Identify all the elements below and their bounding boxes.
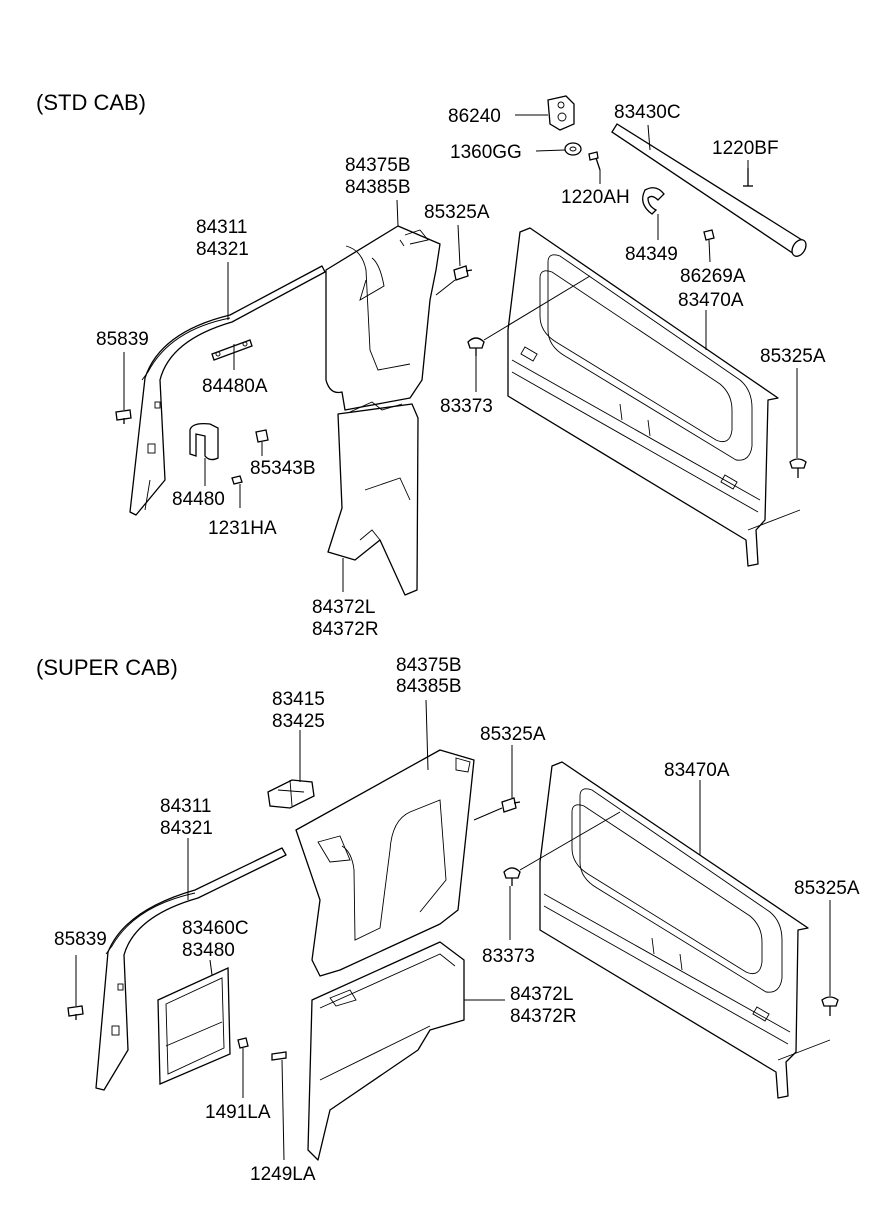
part-1220ah-shape — [588, 151, 601, 171]
label-83373: 83373 — [440, 396, 493, 417]
label-84349: 84349 — [625, 244, 678, 265]
part-85325a-super-top-shape — [501, 797, 521, 813]
label-84372r: 84372R — [312, 619, 379, 640]
part-83373-shape — [467, 337, 485, 356]
label-super-84321: 84321 — [160, 818, 213, 839]
part-84480-shape — [189, 422, 219, 461]
super-labels: 84375B 84385B 83415 83425 85325A 83470A … — [54, 655, 860, 1185]
part-84372l-shape — [327, 401, 419, 596]
std-labels: 86240 83430C 1360GG 1220BF 1220AH 84375B… — [96, 102, 826, 640]
label-super-1491la: 1491LA — [205, 1102, 271, 1123]
part-83430c-shape — [611, 123, 807, 258]
part-85343b-shape — [255, 429, 269, 443]
label-84311: 84311 — [196, 217, 247, 238]
part-84349-shape — [642, 187, 665, 215]
part-1220bf-shape — [743, 168, 753, 187]
std-parts — [115, 95, 807, 596]
part-85839-shape — [115, 409, 132, 424]
part-83470a-super-shape — [539, 761, 831, 1099]
label-super-83373: 83373 — [482, 946, 535, 967]
label-1231ha: 1231HA — [208, 518, 277, 539]
label-84480: 84480 — [172, 489, 225, 510]
label-1220bf: 1220BF — [712, 138, 779, 159]
std-leader-lines — [123, 114, 798, 592]
label-85325a-right: 85325A — [760, 346, 826, 367]
part-83415-shape — [267, 779, 315, 809]
part-86240-shape — [547, 95, 575, 131]
part-83460c-shape — [157, 966, 231, 1085]
section-title-super-cab: (SUPER CAB) — [36, 655, 178, 680]
label-super-83425: 83425 — [272, 711, 325, 732]
label-super-83480: 83480 — [182, 940, 235, 961]
label-86240: 86240 — [448, 106, 501, 127]
label-super-85325a-top: 85325A — [480, 724, 546, 745]
label-85343b: 85343B — [250, 458, 316, 479]
part-83470a-shape — [507, 227, 801, 567]
label-84372l: 84372L — [312, 597, 375, 618]
label-84375b: 84375B — [345, 155, 411, 176]
part-84311-shape — [129, 265, 326, 516]
label-super-84372l: 84372L — [510, 984, 573, 1005]
label-super-85325a-right: 85325A — [794, 878, 860, 899]
part-84372l-super-shape — [307, 941, 465, 1161]
label-1220ah: 1220AH — [561, 187, 630, 208]
part-84311-super-shape — [95, 847, 287, 1091]
part-85839-super-shape — [67, 1005, 84, 1020]
label-super-83460c: 83460C — [182, 918, 249, 939]
part-1249la-shape — [271, 1051, 287, 1061]
part-85325a-right-shape — [789, 458, 807, 478]
label-84385b: 84385B — [345, 177, 411, 198]
label-super-83470a: 83470A — [664, 760, 730, 781]
super-parts — [67, 749, 839, 1161]
label-super-85839: 85839 — [54, 929, 107, 950]
label-super-83415: 83415 — [272, 689, 325, 710]
label-super-84372r: 84372R — [510, 1006, 577, 1027]
part-86269a-shape — [703, 229, 715, 241]
part-84375b-shape — [325, 225, 441, 411]
section-title-std-cab: (STD CAB) — [36, 90, 146, 115]
label-super-84385b: 84385B — [396, 676, 462, 697]
label-83470a: 83470A — [678, 290, 744, 311]
part-1491la-shape — [237, 1037, 249, 1049]
part-1360gg-shape — [564, 142, 582, 156]
part-85325a-super-right-shape — [821, 996, 839, 1016]
label-1360gg: 1360GG — [450, 142, 522, 163]
label-85325a-top: 85325A — [424, 202, 490, 223]
label-84480a: 84480A — [202, 376, 268, 397]
part-1231ha-shape — [231, 475, 243, 485]
label-83430c: 83430C — [614, 102, 681, 123]
label-84321: 84321 — [196, 239, 249, 260]
label-85839: 85839 — [96, 329, 149, 350]
part-84480a-shape — [211, 339, 253, 361]
label-86269a: 86269A — [680, 266, 746, 287]
super-leader-lines — [75, 699, 831, 1161]
label-super-84375b: 84375B — [396, 655, 462, 676]
label-super-84311: 84311 — [160, 796, 211, 817]
part-85325a-top-shape — [453, 265, 473, 281]
label-super-1249la: 1249LA — [250, 1164, 316, 1185]
part-83373-super-shape — [503, 867, 521, 886]
part-84375b-super-shape — [295, 749, 475, 977]
